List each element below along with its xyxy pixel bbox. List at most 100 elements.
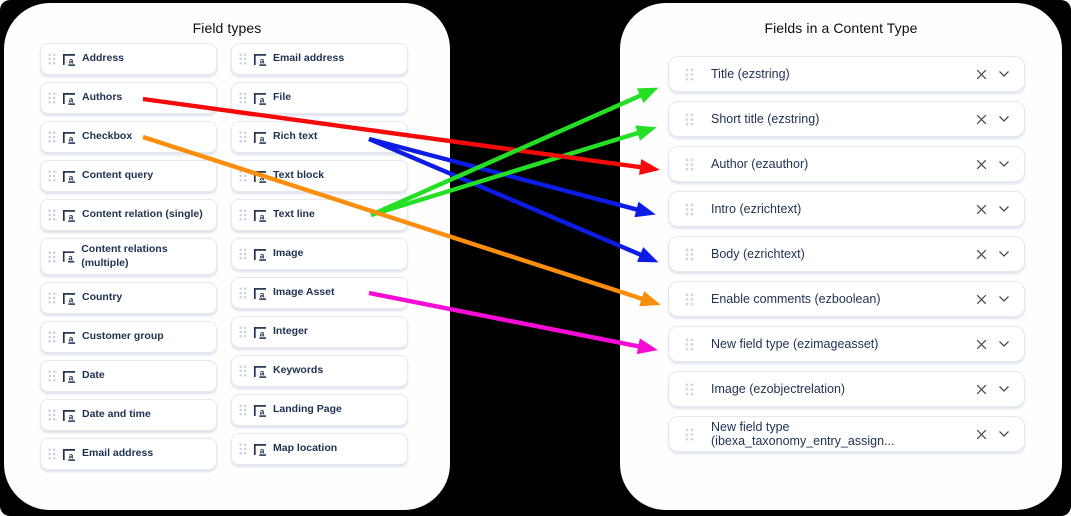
- remove-field-button[interactable]: [975, 113, 988, 126]
- drag-handle-icon[interactable]: [239, 53, 247, 65]
- drag-handle-icon[interactable]: [685, 203, 694, 216]
- remove-field-button[interactable]: [975, 338, 988, 351]
- content-type-field-row[interactable]: Body (ezrichtext): [668, 236, 1025, 272]
- content-type-field-row[interactable]: Image (ezobjectrelation): [668, 371, 1025, 407]
- collapse-field-button[interactable]: [998, 205, 1010, 213]
- drag-handle-icon[interactable]: [685, 383, 694, 396]
- field-type-card[interactable]: a Content query: [40, 160, 217, 192]
- field-type-card[interactable]: a Email address: [40, 438, 217, 471]
- svg-text:a: a: [260, 211, 265, 221]
- drag-handle-icon[interactable]: [685, 293, 694, 306]
- drag-handle-icon[interactable]: [239, 248, 247, 260]
- chevron-down-icon: [999, 206, 1009, 212]
- field-type-card[interactable]: a File: [231, 82, 408, 114]
- drag-handle-icon[interactable]: [48, 53, 56, 65]
- drag-handle-icon[interactable]: [685, 158, 694, 171]
- content-type-field-row[interactable]: Enable comments (ezboolean): [668, 281, 1025, 317]
- field-type-icon: a: [62, 448, 75, 461]
- field-type-label: Date and time: [82, 408, 151, 421]
- field-type-card[interactable]: a Image Asset: [231, 277, 408, 309]
- drag-handle-icon[interactable]: [239, 404, 247, 416]
- field-type-card[interactable]: a Date: [40, 360, 217, 393]
- chevron-down-icon: [999, 341, 1009, 347]
- field-type-label: Address: [82, 52, 125, 65]
- content-type-field-label: Title (ezstring): [711, 67, 790, 81]
- drag-handle-icon[interactable]: [48, 370, 56, 382]
- drag-handle-icon[interactable]: [685, 338, 694, 351]
- drag-handle-icon[interactable]: [48, 170, 56, 182]
- drag-handle-icon[interactable]: [48, 448, 56, 460]
- remove-field-button[interactable]: [975, 203, 988, 216]
- drag-handle-icon[interactable]: [239, 131, 247, 143]
- collapse-field-button[interactable]: [998, 295, 1010, 303]
- svg-text:a: a: [260, 172, 265, 182]
- field-type-card[interactable]: a Landing Page: [231, 394, 408, 426]
- drag-handle-icon[interactable]: [48, 131, 56, 143]
- drag-handle-icon[interactable]: [239, 326, 247, 338]
- field-type-card[interactable]: a Map location: [231, 433, 408, 465]
- drag-handle-icon[interactable]: [239, 92, 247, 104]
- drag-handle-icon[interactable]: [48, 292, 56, 304]
- drag-handle-icon[interactable]: [48, 209, 56, 221]
- remove-field-button[interactable]: [975, 248, 988, 261]
- field-type-label: File: [273, 91, 292, 104]
- drag-handle-icon[interactable]: [239, 287, 247, 299]
- drag-handle-icon[interactable]: [239, 170, 247, 182]
- field-type-card[interactable]: a Image: [231, 238, 408, 270]
- field-type-card[interactable]: a Content relation (single): [40, 199, 217, 231]
- remove-field-button[interactable]: [975, 293, 988, 306]
- collapse-field-button[interactable]: [998, 70, 1010, 78]
- field-type-card[interactable]: a Date and time: [40, 399, 217, 432]
- field-type-card[interactable]: a Content relations (multiple): [40, 238, 217, 276]
- collapse-field-button[interactable]: [998, 250, 1010, 258]
- drag-handle-icon[interactable]: [48, 251, 56, 263]
- drag-handle-icon[interactable]: [48, 331, 56, 343]
- drag-handle-icon[interactable]: [239, 365, 247, 377]
- field-type-card[interactable]: a Text line: [231, 199, 408, 231]
- content-type-field-row[interactable]: Intro (ezrichtext): [668, 191, 1025, 227]
- drag-handle-icon[interactable]: [239, 443, 247, 455]
- field-type-card[interactable]: a Country: [40, 282, 217, 315]
- remove-field-button[interactable]: [975, 383, 988, 396]
- field-type-card[interactable]: a Email address: [231, 43, 408, 75]
- collapse-field-button[interactable]: [998, 430, 1010, 438]
- content-type-field-label: Author (ezauthor): [711, 157, 809, 171]
- remove-field-button[interactable]: [975, 158, 988, 171]
- field-type-icon: a: [253, 209, 266, 222]
- content-type-field-row[interactable]: New field type (ezimageasset): [668, 326, 1025, 362]
- field-type-card[interactable]: a Customer group: [40, 321, 217, 354]
- field-type-icon: a: [62, 53, 75, 66]
- field-types-column-1: a Address a Authors a Checkbox: [40, 43, 217, 471]
- field-type-card[interactable]: a Keywords: [231, 355, 408, 387]
- field-types-columns: a Address a Authors a Checkbox: [4, 36, 450, 471]
- content-type-fields-list: Title (ezstring) Short title (ezstring): [668, 56, 1025, 452]
- svg-text:a: a: [260, 445, 265, 455]
- drag-handle-icon[interactable]: [685, 68, 694, 81]
- remove-field-button[interactable]: [975, 68, 988, 81]
- collapse-field-button[interactable]: [998, 385, 1010, 393]
- content-type-field-row[interactable]: Author (ezauthor): [668, 146, 1025, 182]
- field-type-card[interactable]: a Checkbox: [40, 121, 217, 153]
- collapse-field-button[interactable]: [998, 160, 1010, 168]
- content-type-field-row[interactable]: Short title (ezstring): [668, 101, 1025, 137]
- content-type-fields-panel: Fields in a Content Type Title (ezstring…: [620, 3, 1062, 510]
- content-type-field-row[interactable]: New field type (ibexa_taxonomy_entry_ass…: [668, 416, 1025, 452]
- remove-field-button[interactable]: [975, 428, 988, 441]
- field-type-card[interactable]: a Rich text: [231, 121, 408, 153]
- collapse-field-button[interactable]: [998, 340, 1010, 348]
- drag-handle-icon[interactable]: [685, 428, 694, 441]
- drag-handle-icon[interactable]: [239, 209, 247, 221]
- drag-handle-icon[interactable]: [48, 409, 56, 421]
- field-type-card[interactable]: a Address: [40, 43, 217, 75]
- drag-handle-icon[interactable]: [48, 92, 56, 104]
- field-type-label: Customer group: [82, 330, 164, 343]
- collapse-field-button[interactable]: [998, 115, 1010, 123]
- field-type-card[interactable]: a Text block: [231, 160, 408, 192]
- field-type-card[interactable]: a Authors: [40, 82, 217, 114]
- content-type-field-row[interactable]: Title (ezstring): [668, 56, 1025, 92]
- field-type-card[interactable]: a Integer: [231, 316, 408, 348]
- drag-handle-icon[interactable]: [685, 248, 694, 261]
- content-type-field-label: Enable comments (ezboolean): [711, 292, 881, 306]
- field-type-label: Rich text: [273, 130, 318, 143]
- drag-handle-icon[interactable]: [685, 113, 694, 126]
